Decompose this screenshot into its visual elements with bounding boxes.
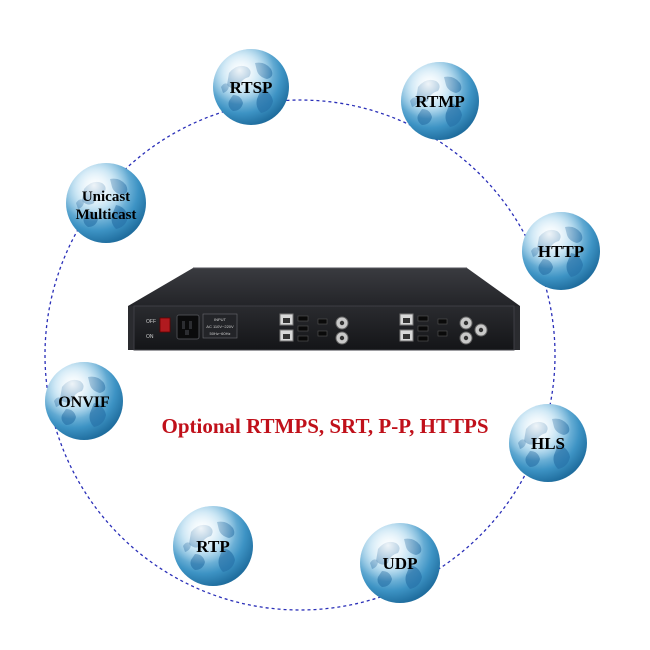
globe-onvif: ONVIF [45, 362, 123, 440]
globe-rtsp: RTSP [213, 49, 289, 125]
globe-rtsp-label: RTSP [230, 78, 273, 97]
device-right-ear [512, 306, 520, 350]
globe-rtmp: RTMP [401, 62, 479, 140]
optional-protocols-tagline: Optional RTMPS, SRT, P-P, HTTPS [162, 414, 489, 438]
power-input-line1: INPUT [214, 317, 227, 322]
io-module-2 [399, 313, 488, 345]
globe-http: HTTP [522, 212, 600, 290]
globe-unicast-label: Unicast [82, 189, 130, 205]
globe-http-label: HTTP [538, 242, 584, 261]
globe-hls-label: HLS [531, 434, 565, 453]
globe-rtp-label: RTP [196, 537, 229, 556]
globe-rtmp-label: RTMP [415, 92, 464, 111]
device-left-ear [128, 306, 136, 350]
power-switch-block: OFF ON [146, 317, 171, 340]
ac-inlet [176, 314, 200, 340]
connection-ring [44, 99, 556, 611]
globe-unicast-multicast: Unicast Multicast [66, 163, 146, 243]
power-on-label: ON [146, 334, 154, 340]
power-off-label: OFF [146, 319, 156, 325]
globe-hls: HLS [509, 404, 587, 482]
power-input-label: INPUT AC 110V~220V 50Hz~60Hz [202, 313, 238, 339]
power-switch [159, 317, 171, 333]
globe-onvif-label: ONVIF [58, 394, 110, 411]
globe-rtp: RTP [173, 506, 253, 586]
io-module-1 [279, 313, 349, 345]
power-input-line2: AC 110V~220V [206, 324, 234, 329]
globe-multicast-label: Multicast [76, 207, 137, 223]
encoder-device: OFF ON INPUT AC 110V~220V 50Hz~60Hz [128, 267, 520, 351]
globe-udp-label: UDP [383, 554, 418, 573]
power-input-line3: 50Hz~60Hz [209, 331, 230, 336]
device-top-lid [128, 268, 520, 306]
globe-udp: UDP [360, 523, 440, 603]
